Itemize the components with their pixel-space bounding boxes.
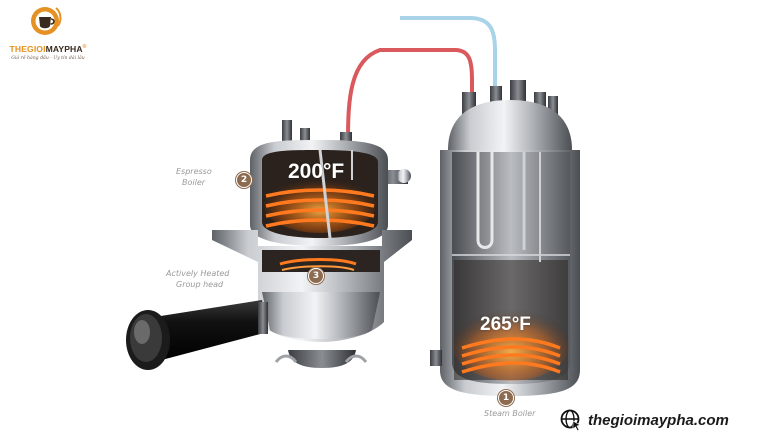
espresso-boiler-label-line1: Espresso [176,167,212,176]
espresso-assembly [212,120,412,368]
site-footer: thegioimaypha.com [560,409,729,431]
hot-pipe [346,48,474,141]
group-head-label: Actively Heated Group head [166,268,229,290]
brand-logo: THEGIOIMAYPHA® Giá rẻ hàng đầu - Uy tín … [8,4,88,74]
group-head-badge: 3 [308,268,324,284]
steam-temperature: 265°F [480,314,531,335]
globe-cursor-icon [560,409,581,431]
brand-tagline: Giá rẻ hàng đầu - Uy tín dài lâu [11,56,85,61]
steam-boiler-label: Steam Boiler [484,409,536,418]
espresso-boiler-label: Espresso Boiler [176,166,212,188]
espresso-heating-coil [265,188,375,228]
espresso-boiler-label-line2: Boiler [182,178,206,187]
site-url[interactable]: thegioimaypha.com [588,411,729,429]
cold-pipe [400,16,497,92]
group-head-label-line1: Actively Heated [166,269,230,278]
group-head-label-line2: Group head [176,280,224,289]
steam-boiler-badge: 1 [498,390,514,406]
espresso-boiler-badge: 2 [236,172,252,188]
brand-name: THEGIOIMAYPHA® [9,44,87,54]
pipes [346,16,497,141]
coffee-cup-logo-icon [31,7,62,35]
portafilter-handle [126,300,268,370]
steam-boiler [430,80,580,396]
espresso-temperature: 200°F [288,160,345,183]
steam-heating-coil [461,337,561,374]
